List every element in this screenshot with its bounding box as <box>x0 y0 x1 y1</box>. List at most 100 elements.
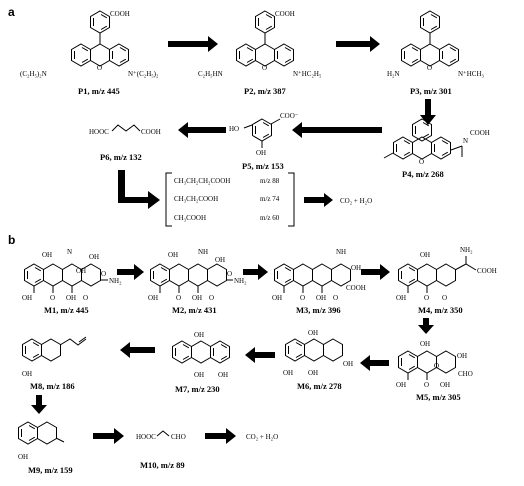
p4-group-cooh: COOH <box>470 129 490 137</box>
arrow-bracket-final <box>304 193 333 207</box>
bracket-formula-2: CH₃CH₂COOH <box>174 195 218 203</box>
m2-group-oh-4: OH <box>192 294 202 302</box>
p5-group-carboxylate: COO⁻ <box>280 112 299 120</box>
m3-group-oh-3: OH <box>316 294 326 302</box>
molecule-m6: OH OH OH OH M6, m/z 278 <box>283 329 353 391</box>
molecule-m8: OH M8, m/z 186 <box>22 336 87 391</box>
molecule-m7: OH OH OH M7, m/z 230 <box>172 331 230 394</box>
m10-group-hooc: HOOC <box>136 433 156 441</box>
bracket-mz-3: m/z 60 <box>260 214 280 222</box>
m7-label: M7, m/z 230 <box>175 384 220 394</box>
panel-label-b: b <box>8 233 15 247</box>
m4-group-oh-2: OH <box>396 294 406 302</box>
arrow-m6-m7 <box>245 347 275 363</box>
p5-group-ho: HO <box>229 125 239 133</box>
m4-label: M4, m/z 350 <box>418 305 463 315</box>
m1-label: M1, m/z 445 <box>44 305 89 315</box>
m3-group-nh: NH <box>336 248 346 256</box>
molecule-p1: COOH (C₂H₅)₂N N⁺(C₂H₅)₂ O P1, m/z 445 <box>20 10 159 96</box>
arrow-p6-bracket <box>118 170 160 209</box>
m5-group-cho: CHO <box>458 370 473 378</box>
p1-label: P1, m/z 445 <box>78 86 120 96</box>
arrow-p5-p6 <box>178 122 226 138</box>
m5-group-oh-1: OH <box>420 340 430 348</box>
arrow-m8-m9 <box>31 395 47 414</box>
p2-group-cooh: COOH <box>275 10 295 18</box>
p2-group-amine-right: N⁺HC₂H₅ <box>293 70 322 78</box>
p1-group-amine-right: N⁺(C₂H₅)₂ <box>128 70 159 78</box>
molecule-p5: COO⁻ OH HO P5, m/z 153 <box>229 112 299 171</box>
m2-group-oh-2: OH <box>215 256 225 264</box>
m6-group-oh-3: OH <box>283 369 293 377</box>
m3-group-oh-1: OH <box>351 264 361 272</box>
arrow-m9-m10 <box>93 428 124 444</box>
m4-group-nh2: NH₂ <box>460 246 473 254</box>
molecule-p3: H₂N N⁺HCH₃ O P3, m/z 301 <box>387 10 485 96</box>
m4-group-o-2: O <box>442 294 447 302</box>
m5-group-o-1: O <box>424 381 429 389</box>
m9-label: M9, m/z 159 <box>28 465 73 475</box>
m5-group-oh-2: OH <box>457 352 467 360</box>
pathway-b-final-products: CO₂ + H₂O <box>246 433 278 441</box>
arrow-p1-p2 <box>168 36 218 52</box>
m1-group-oh-1: OH <box>42 251 52 259</box>
molecule-m4: OH NH₂ COOH OH O O M4, m/z 350 <box>396 246 497 315</box>
bracket-mz-1: m/z 88 <box>260 177 280 185</box>
m2-group-nh: NH <box>198 248 208 256</box>
p4-label: P4, m/z 268 <box>402 169 444 179</box>
p4-group-o: O <box>419 158 424 166</box>
molecule-m9: OH M9, m/z 159 <box>18 421 73 475</box>
p5-label: P5, m/z 153 <box>242 161 284 171</box>
m4-group-cooh: COOH <box>477 267 497 275</box>
m3-group-cooh: COOH <box>346 284 366 292</box>
m2-group-oh-1: OH <box>168 251 178 259</box>
m6-group-oh-2: OH <box>343 360 353 368</box>
p2-label: P2, m/z 387 <box>244 86 287 96</box>
m3-group-o-1: O <box>300 294 305 302</box>
m6-group-oh-1: OH <box>308 329 318 337</box>
m5-group-oh-4: OH <box>440 381 450 389</box>
arrow-m2-m3 <box>243 264 268 280</box>
m7-group-oh-1: OH <box>194 331 204 339</box>
arrow-m10-final <box>205 428 236 444</box>
m2-group-o-2: O <box>209 294 214 302</box>
m2-group-o-1: O <box>176 294 181 302</box>
arrow-m5-m6 <box>360 355 389 371</box>
p3-group-amine-left: H₂N <box>387 70 400 78</box>
m1-group-o-2: O <box>83 294 88 302</box>
p6-label: P6, m/z 132 <box>100 152 142 162</box>
m1-group-oh-5: OH <box>66 294 76 302</box>
arrow-p4-p5 <box>292 122 382 138</box>
arrow-p2-p3 <box>336 36 380 52</box>
molecule-m2: OH NH OH NH₂ OH O OH O O M2, m/z 431 <box>148 248 247 315</box>
p2-group-o: O <box>262 64 267 72</box>
p4-group-n: N <box>463 137 468 145</box>
molecule-p4: N COOH O P4, m/z 268 <box>383 118 490 179</box>
m2-group-oh-3: OH <box>148 294 158 302</box>
p6-group-cooh: COOH <box>141 128 161 136</box>
molecule-m5: OH OH CHO OH O OH O M5, m/z 305 <box>396 340 473 402</box>
p3-group-amine-right: N⁺HCH₃ <box>458 70 485 78</box>
p5-group-oh: OH <box>256 149 266 157</box>
p2-group-amine-left: C₂H₅HN <box>198 70 223 78</box>
molecule-p2: COOH C₂H₅HN N⁺HC₂H₅ O P2, m/z 387 <box>198 10 322 96</box>
m4-group-oh-1: OH <box>420 251 430 259</box>
m1-group-oh-3: OH <box>76 267 86 275</box>
m8-group-oh: OH <box>22 370 32 378</box>
p1-group-o: O <box>97 64 102 72</box>
m2-label: M2, m/z 431 <box>172 305 217 315</box>
p1-group-amine-left: (C₂H₅)₂N <box>20 70 47 78</box>
m5-group-o-2: O <box>434 362 439 370</box>
m3-group-oh-2: OH <box>272 294 282 302</box>
m7-group-oh-3: OH <box>218 371 228 379</box>
m9-group-oh: OH <box>18 453 28 461</box>
p1-group-cooh: COOH <box>110 10 130 18</box>
m10-label: M10, m/z 89 <box>140 460 185 470</box>
bracket-products: CH₃CH₂CH₂COOH m/z 88 CH₃CH₂COOH m/z 74 C… <box>165 172 295 227</box>
p3-label: P3, m/z 301 <box>410 86 452 96</box>
molecule-m10: HOOC CHO M10, m/z 89 <box>136 430 186 470</box>
m1-group-oh-2: OH <box>89 253 99 261</box>
m1-group-oh-4: OH <box>22 294 32 302</box>
arrow-p3-p4 <box>420 99 436 125</box>
